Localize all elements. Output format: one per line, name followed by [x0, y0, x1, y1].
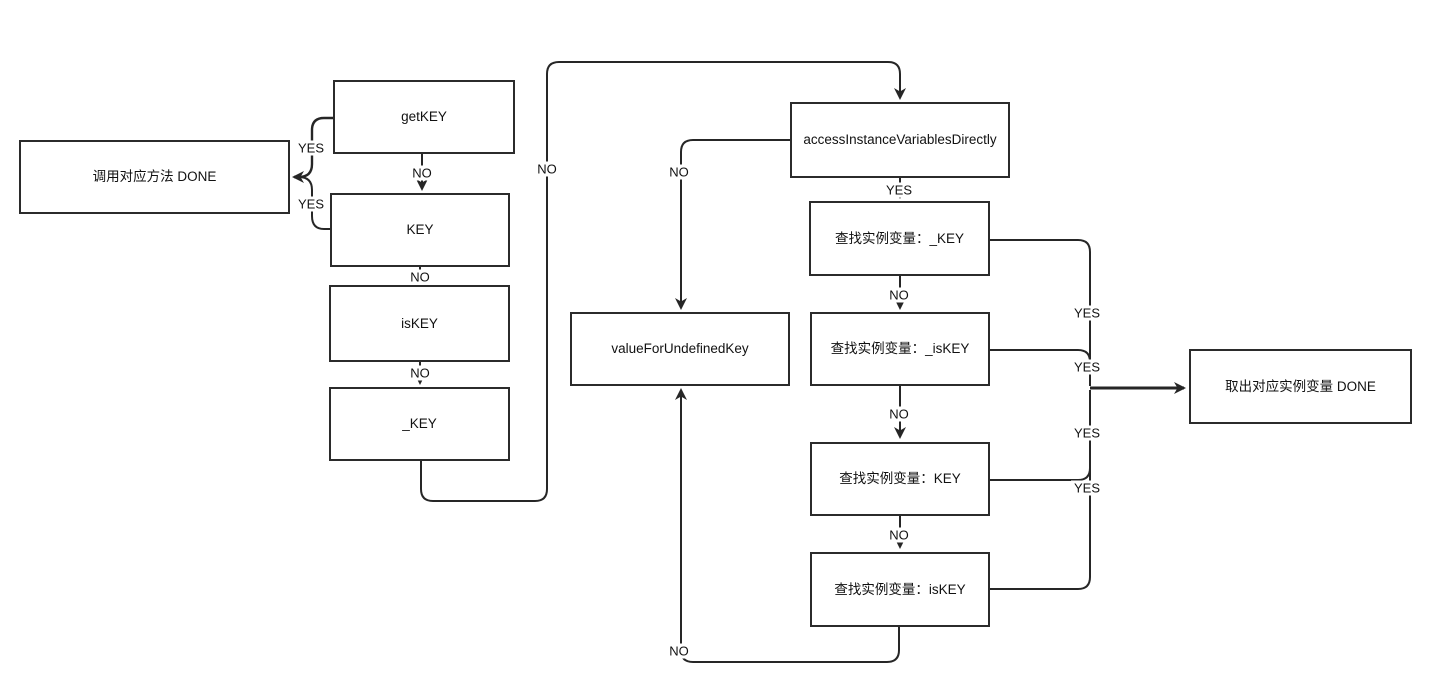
edge-label-yes-findivar-underscoreiskey: YES [1070, 359, 1104, 375]
edge-label-no-underscorekey-accessivd: NO [534, 161, 560, 177]
node-value-for-undefined-key: valueForUndefinedKey [570, 312, 790, 386]
edge-label-yes-findivar-iskey: YES [1070, 480, 1104, 496]
edge-label-yes-getkey-done: YES [294, 140, 328, 156]
edge-label-no-underscorekey-underscoreiskey: NO [886, 287, 912, 303]
node-find-ivar-underscore-key: 查找实例变量：_KEY [809, 201, 990, 276]
edge-label-no-iskey-valueforundefinedkey: NO [666, 643, 692, 659]
edge-label-yes-findivar-underscorekey: YES [1070, 305, 1104, 321]
node-find-ivar-underscore-iskey: 查找实例变量：_isKEY [810, 312, 990, 386]
edge-key-yes-done [298, 176, 330, 230]
node-getkey: getKEY [333, 80, 515, 154]
edge-label-no-iskey-underscorekey: NO [407, 365, 433, 381]
edge-findivar-iskey-yes [990, 390, 1091, 590]
edge-accessivd-no-valueforundefinedkey [675, 139, 790, 310]
node-call-method-done: 调用对应方法 DONE [19, 140, 290, 214]
node-key: KEY [330, 193, 510, 267]
edge-underscorekey-no-accessivd [420, 61, 906, 502]
node-fetch-ivar-done: 取出对应实例变量 DONE [1189, 349, 1412, 424]
node-iskey: isKEY [329, 285, 510, 362]
edge-label-no-underscoreiskey-key: NO [886, 406, 912, 422]
node-underscore-key: _KEY [329, 387, 510, 461]
edge-label-no-accessivd-valueforundefinedkey: NO [666, 164, 692, 180]
node-access-instance-variables-directly: accessInstanceVariablesDirectly [790, 102, 1010, 178]
edge-findivar-underscorekey-yes [990, 239, 1091, 386]
node-find-ivar-iskey: 查找实例变量：isKEY [810, 552, 990, 627]
edge-label-no-key-iskey-right: NO [886, 527, 912, 543]
edge-label-yes-accessivd-findivar: YES [882, 182, 916, 198]
edge-label-yes-key-done: YES [294, 196, 328, 212]
node-find-ivar-key: 查找实例变量：KEY [810, 442, 990, 516]
edge-label-no-key-iskey: NO [407, 269, 433, 285]
edge-label-no-getkey-key: NO [409, 165, 435, 181]
edge-label-yes-findivar-key: YES [1070, 425, 1104, 441]
